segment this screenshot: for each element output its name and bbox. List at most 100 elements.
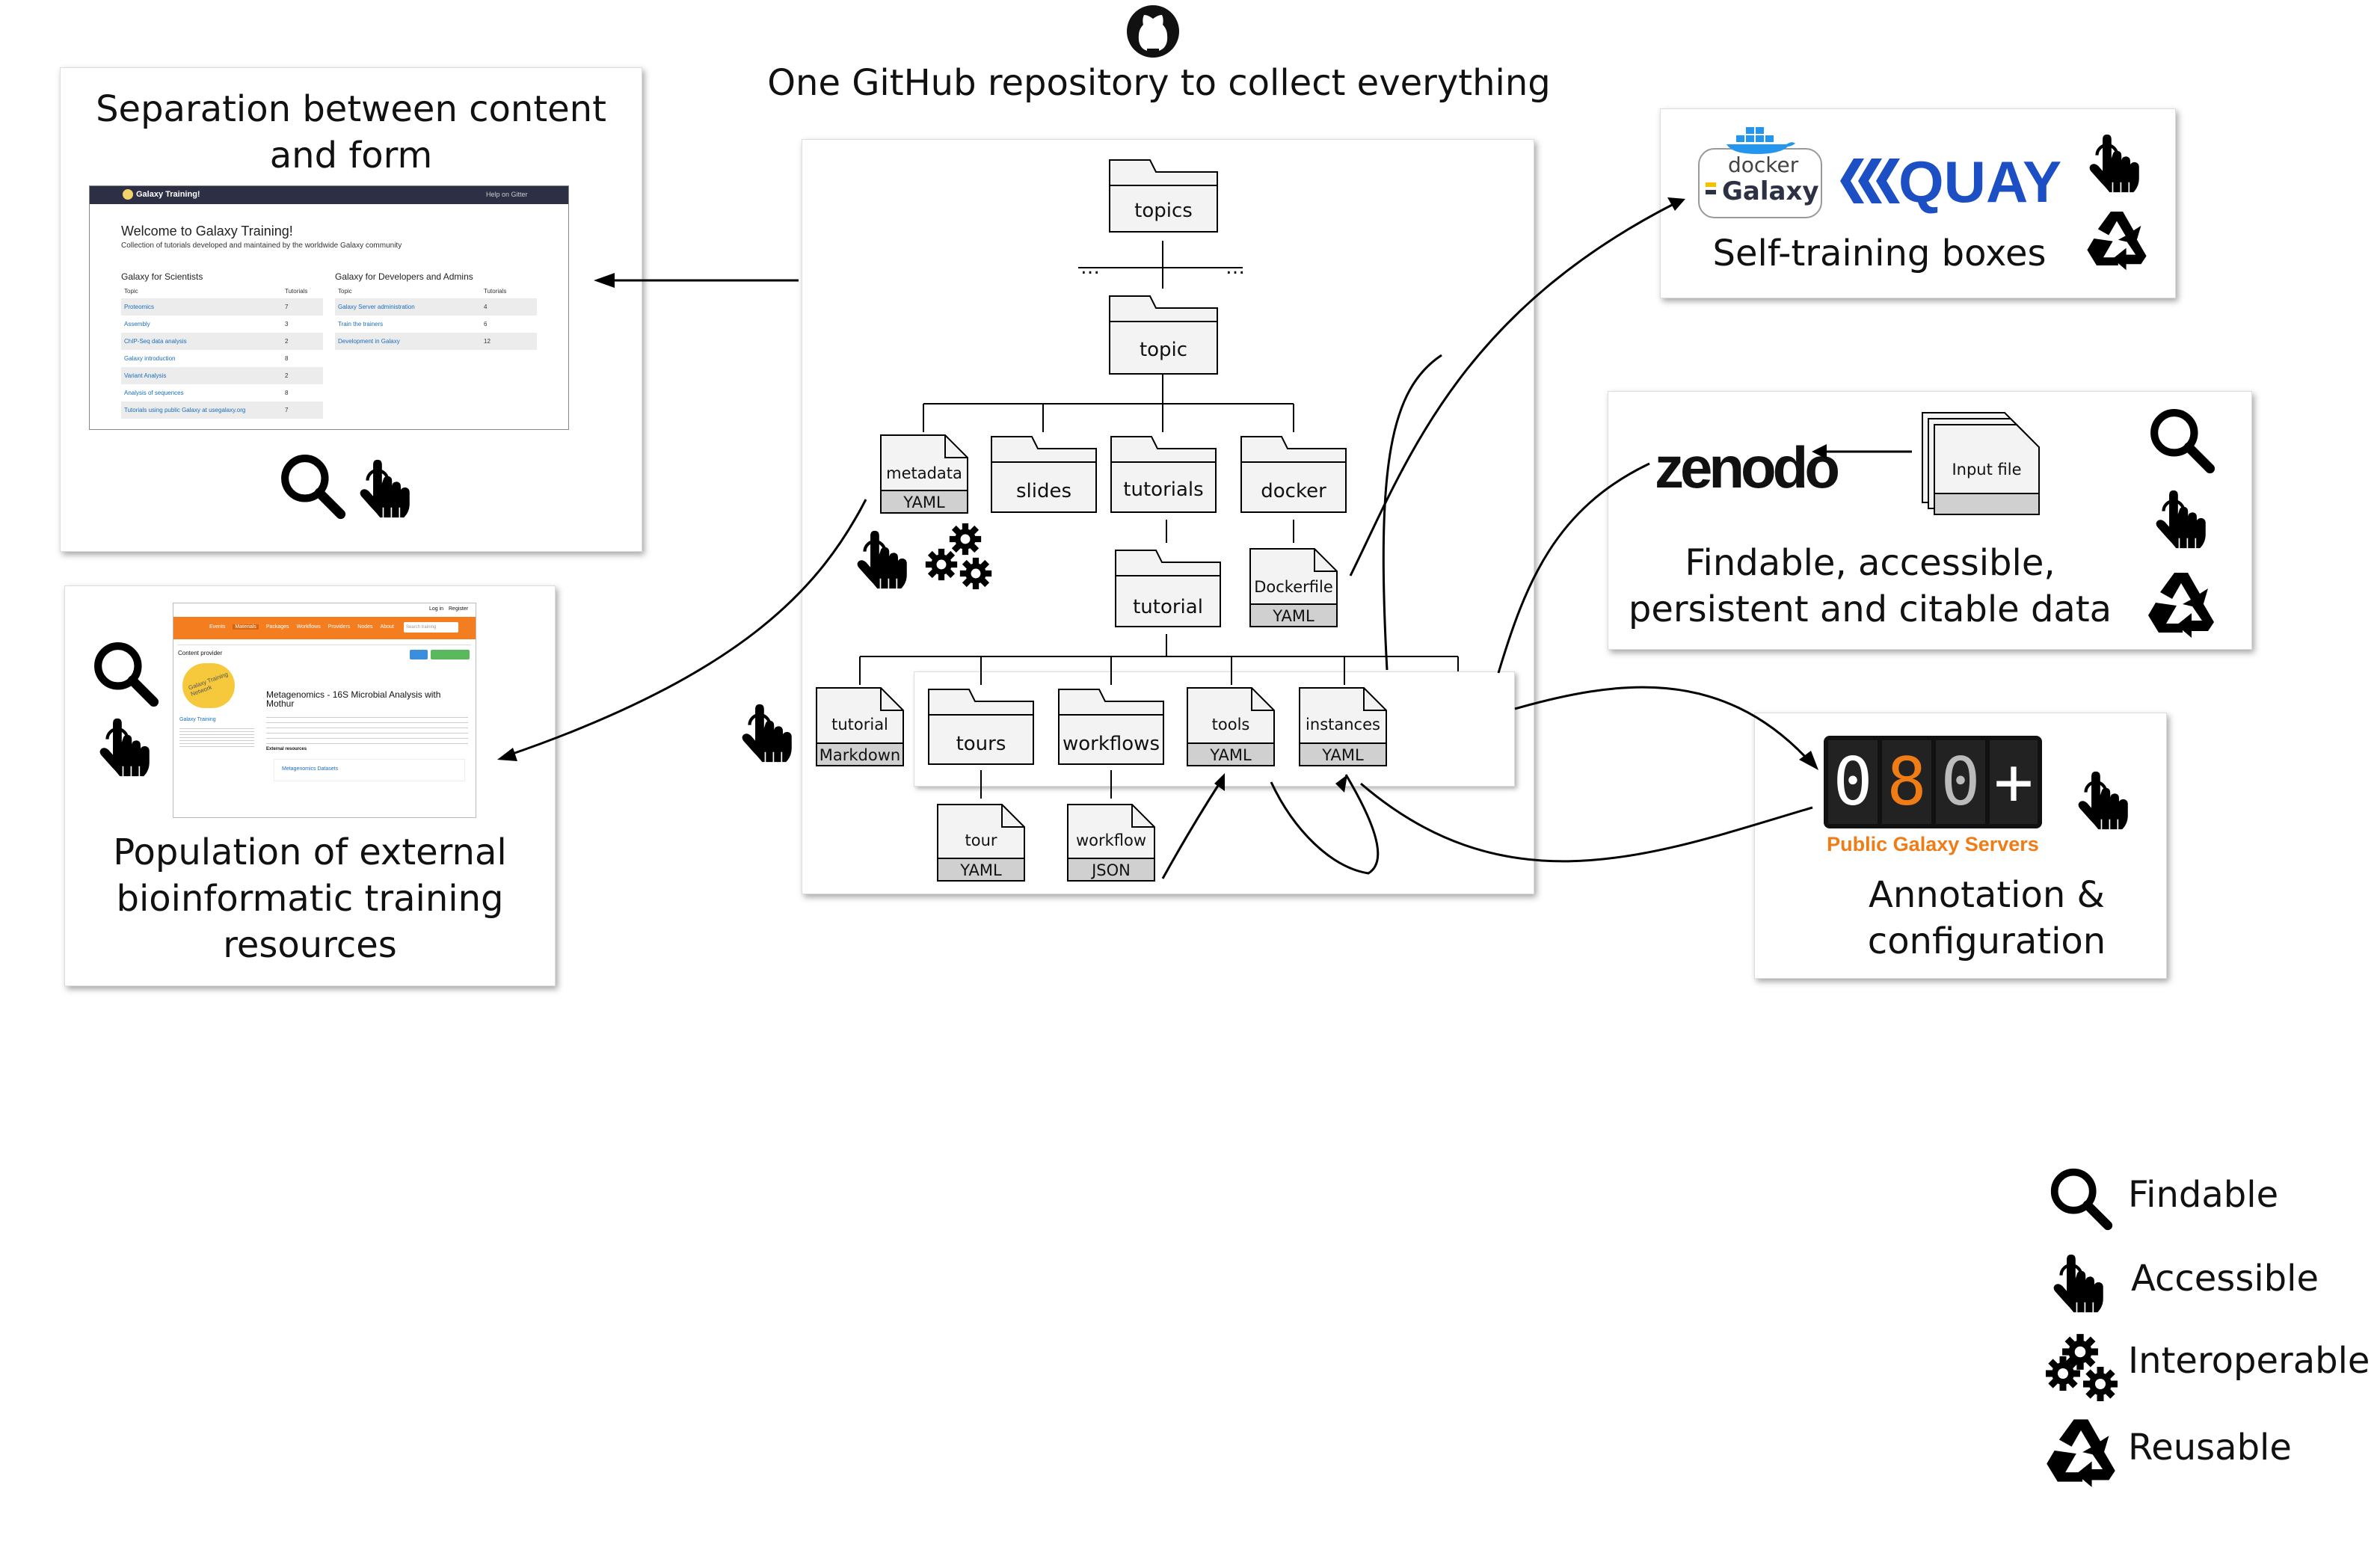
legend-magnifier-icon bbox=[2047, 1165, 2113, 1231]
tess-search-input[interactable]: Search training bbox=[404, 622, 458, 633]
page-title: One GitHub repository to collect everyth… bbox=[767, 62, 1551, 104]
table-row: Development in Galaxy 12 bbox=[335, 333, 537, 350]
topic-link[interactable]: Development in Galaxy bbox=[338, 338, 400, 345]
tess-blue-button[interactable] bbox=[410, 650, 428, 659]
annotation-line1: Annotation & bbox=[1869, 874, 2105, 916]
accessible-icon bbox=[858, 531, 907, 590]
counter-digit-3: 0 bbox=[1936, 740, 1985, 824]
tess-green-button[interactable] bbox=[431, 650, 470, 659]
col2-topic-header: Topic bbox=[338, 288, 352, 295]
tutorial-count: 6 bbox=[484, 321, 488, 327]
tess-nav-item[interactable]: About bbox=[380, 624, 394, 630]
tutorial-folder bbox=[1115, 550, 1221, 627]
annotation-card: 0 8 0 + Public Galaxy Servers Annotation… bbox=[1754, 713, 2167, 979]
population-line1: Population of external bbox=[113, 831, 507, 873]
col1-tut-header: Tutorials bbox=[285, 288, 308, 295]
tess-nav-item[interactable]: Workflows bbox=[296, 624, 321, 630]
workflows-folder bbox=[1058, 689, 1164, 765]
tours-folder bbox=[928, 689, 1034, 765]
tours-label: tours bbox=[956, 733, 1006, 755]
col1-topic-header: Topic bbox=[124, 288, 138, 295]
dockerfile-type: YAML bbox=[1272, 607, 1314, 625]
population-line3: resources bbox=[223, 924, 397, 966]
topic-link[interactable]: Analysis of sequences bbox=[124, 390, 184, 396]
tutorial-count: 3 bbox=[285, 321, 289, 327]
tutorial-count: 12 bbox=[484, 338, 491, 345]
tess-register[interactable]: Register bbox=[449, 606, 469, 612]
gear-icon bbox=[926, 549, 957, 580]
table-row: Assembly 3 bbox=[121, 316, 323, 333]
legend-findable: Findable bbox=[2128, 1174, 2279, 1216]
tess-external-label: External resources bbox=[266, 747, 307, 751]
slides-label: slides bbox=[1016, 480, 1071, 502]
tools-label: tools bbox=[1212, 716, 1250, 733]
docker-word: docker bbox=[1728, 153, 1799, 177]
site-welcome: Welcome to Galaxy Training! bbox=[121, 224, 293, 239]
tess-dataset-link[interactable]: Metagenomics Datasets bbox=[282, 766, 339, 772]
tutorial-count: 2 bbox=[285, 338, 289, 345]
metadata-type: YAML bbox=[903, 493, 945, 511]
zenodo-logo: zenodo bbox=[1655, 434, 1840, 500]
legend-accessible: Accessible bbox=[2131, 1258, 2319, 1300]
topic-label: topic bbox=[1140, 339, 1187, 361]
fair-line1: Findable, accessible, bbox=[1685, 542, 2055, 584]
instances-label: instances bbox=[1306, 716, 1380, 733]
tess-provider-link[interactable]: Galaxy Training bbox=[179, 717, 216, 722]
table-row: Tutorials using public Galaxy at usegala… bbox=[121, 402, 323, 419]
table-row: ChIP-Seq data analysis 2 bbox=[121, 333, 323, 350]
selftraining-card: docker Galaxy QUAY Self-training boxes bbox=[1660, 108, 2176, 298]
tess-provider-label: Content provider bbox=[178, 650, 223, 656]
tess-nav-item[interactable]: Materials bbox=[233, 624, 259, 630]
workflows-label: workflows bbox=[1063, 733, 1160, 755]
site-brand[interactable]: Galaxy Training! bbox=[136, 190, 200, 199]
input-file-label: Input file bbox=[1952, 461, 2022, 479]
site-help-link[interactable]: Help on Gitter bbox=[486, 191, 528, 198]
tess-login[interactable]: Log in bbox=[429, 606, 444, 612]
tess-screenshot: Log in Register Events Materials Packages W… bbox=[173, 603, 476, 818]
legend-reusable: Reusable bbox=[2128, 1427, 2292, 1468]
tess-nav-item[interactable]: Nodes bbox=[357, 624, 373, 630]
counter-digit-1: 0 bbox=[1828, 740, 1878, 824]
legend-recycle-icon bbox=[2041, 1412, 2121, 1489]
tess-nav-item[interactable]: Events bbox=[209, 624, 226, 630]
tutorial-count: 8 bbox=[285, 355, 289, 362]
tour-file-type: YAML bbox=[959, 861, 1002, 879]
gear-icon bbox=[950, 523, 981, 555]
tutorial-file-label: tutorial bbox=[831, 716, 888, 733]
accessible-icon bbox=[742, 704, 792, 763]
topic-link[interactable]: Tutorials using public Galaxy at usegala… bbox=[124, 407, 246, 413]
tess-nav-item[interactable]: Providers bbox=[328, 624, 351, 630]
site-header: Galaxy Training! Help on Gitter bbox=[90, 186, 568, 204]
website-screenshot: Galaxy Training! Help on Gitter Welcome … bbox=[89, 185, 569, 430]
gtn-logo: Galaxy Training Network bbox=[182, 663, 235, 708]
quay-word: QUAY bbox=[1898, 149, 2062, 215]
topic-folder bbox=[1109, 295, 1218, 375]
galaxy-servers-counter: 0 8 0 + bbox=[1824, 736, 2042, 828]
topic-link[interactable]: Assembly bbox=[124, 321, 150, 327]
tess-navbar: Events Materials Packages Workflows Provider… bbox=[173, 617, 476, 639]
table-row: Galaxy introduction 8 bbox=[121, 350, 323, 367]
counter-plus: + bbox=[1990, 740, 2038, 824]
site-logo bbox=[123, 189, 133, 200]
topic-link[interactable]: Proteomics bbox=[124, 304, 155, 310]
col2-tut-header: Tutorials bbox=[484, 288, 507, 295]
topic-link[interactable]: Train the trainers bbox=[338, 321, 384, 327]
topic-link[interactable]: Galaxy introduction bbox=[124, 355, 176, 362]
servers-label: Public Galaxy Servers bbox=[1827, 833, 2039, 855]
docker-label: docker bbox=[1261, 480, 1326, 502]
topic-link[interactable]: Variant Analysis bbox=[124, 372, 167, 379]
tess-nav-item[interactable]: Packages bbox=[265, 624, 289, 630]
topic-link[interactable]: Galaxy Server administration bbox=[338, 304, 415, 310]
legend-gear-icon bbox=[2044, 1355, 2082, 1392]
separation-card: Separation between content and form Gala… bbox=[60, 67, 642, 552]
dockerfile-label: Dockerfile bbox=[1254, 578, 1333, 596]
tutorial-count: 4 bbox=[484, 304, 488, 310]
topic-link[interactable]: ChIP-Seq data analysis bbox=[124, 338, 187, 345]
docker-whale-icon bbox=[1726, 127, 1795, 154]
table-row: Galaxy Server administration 4 bbox=[335, 298, 537, 316]
